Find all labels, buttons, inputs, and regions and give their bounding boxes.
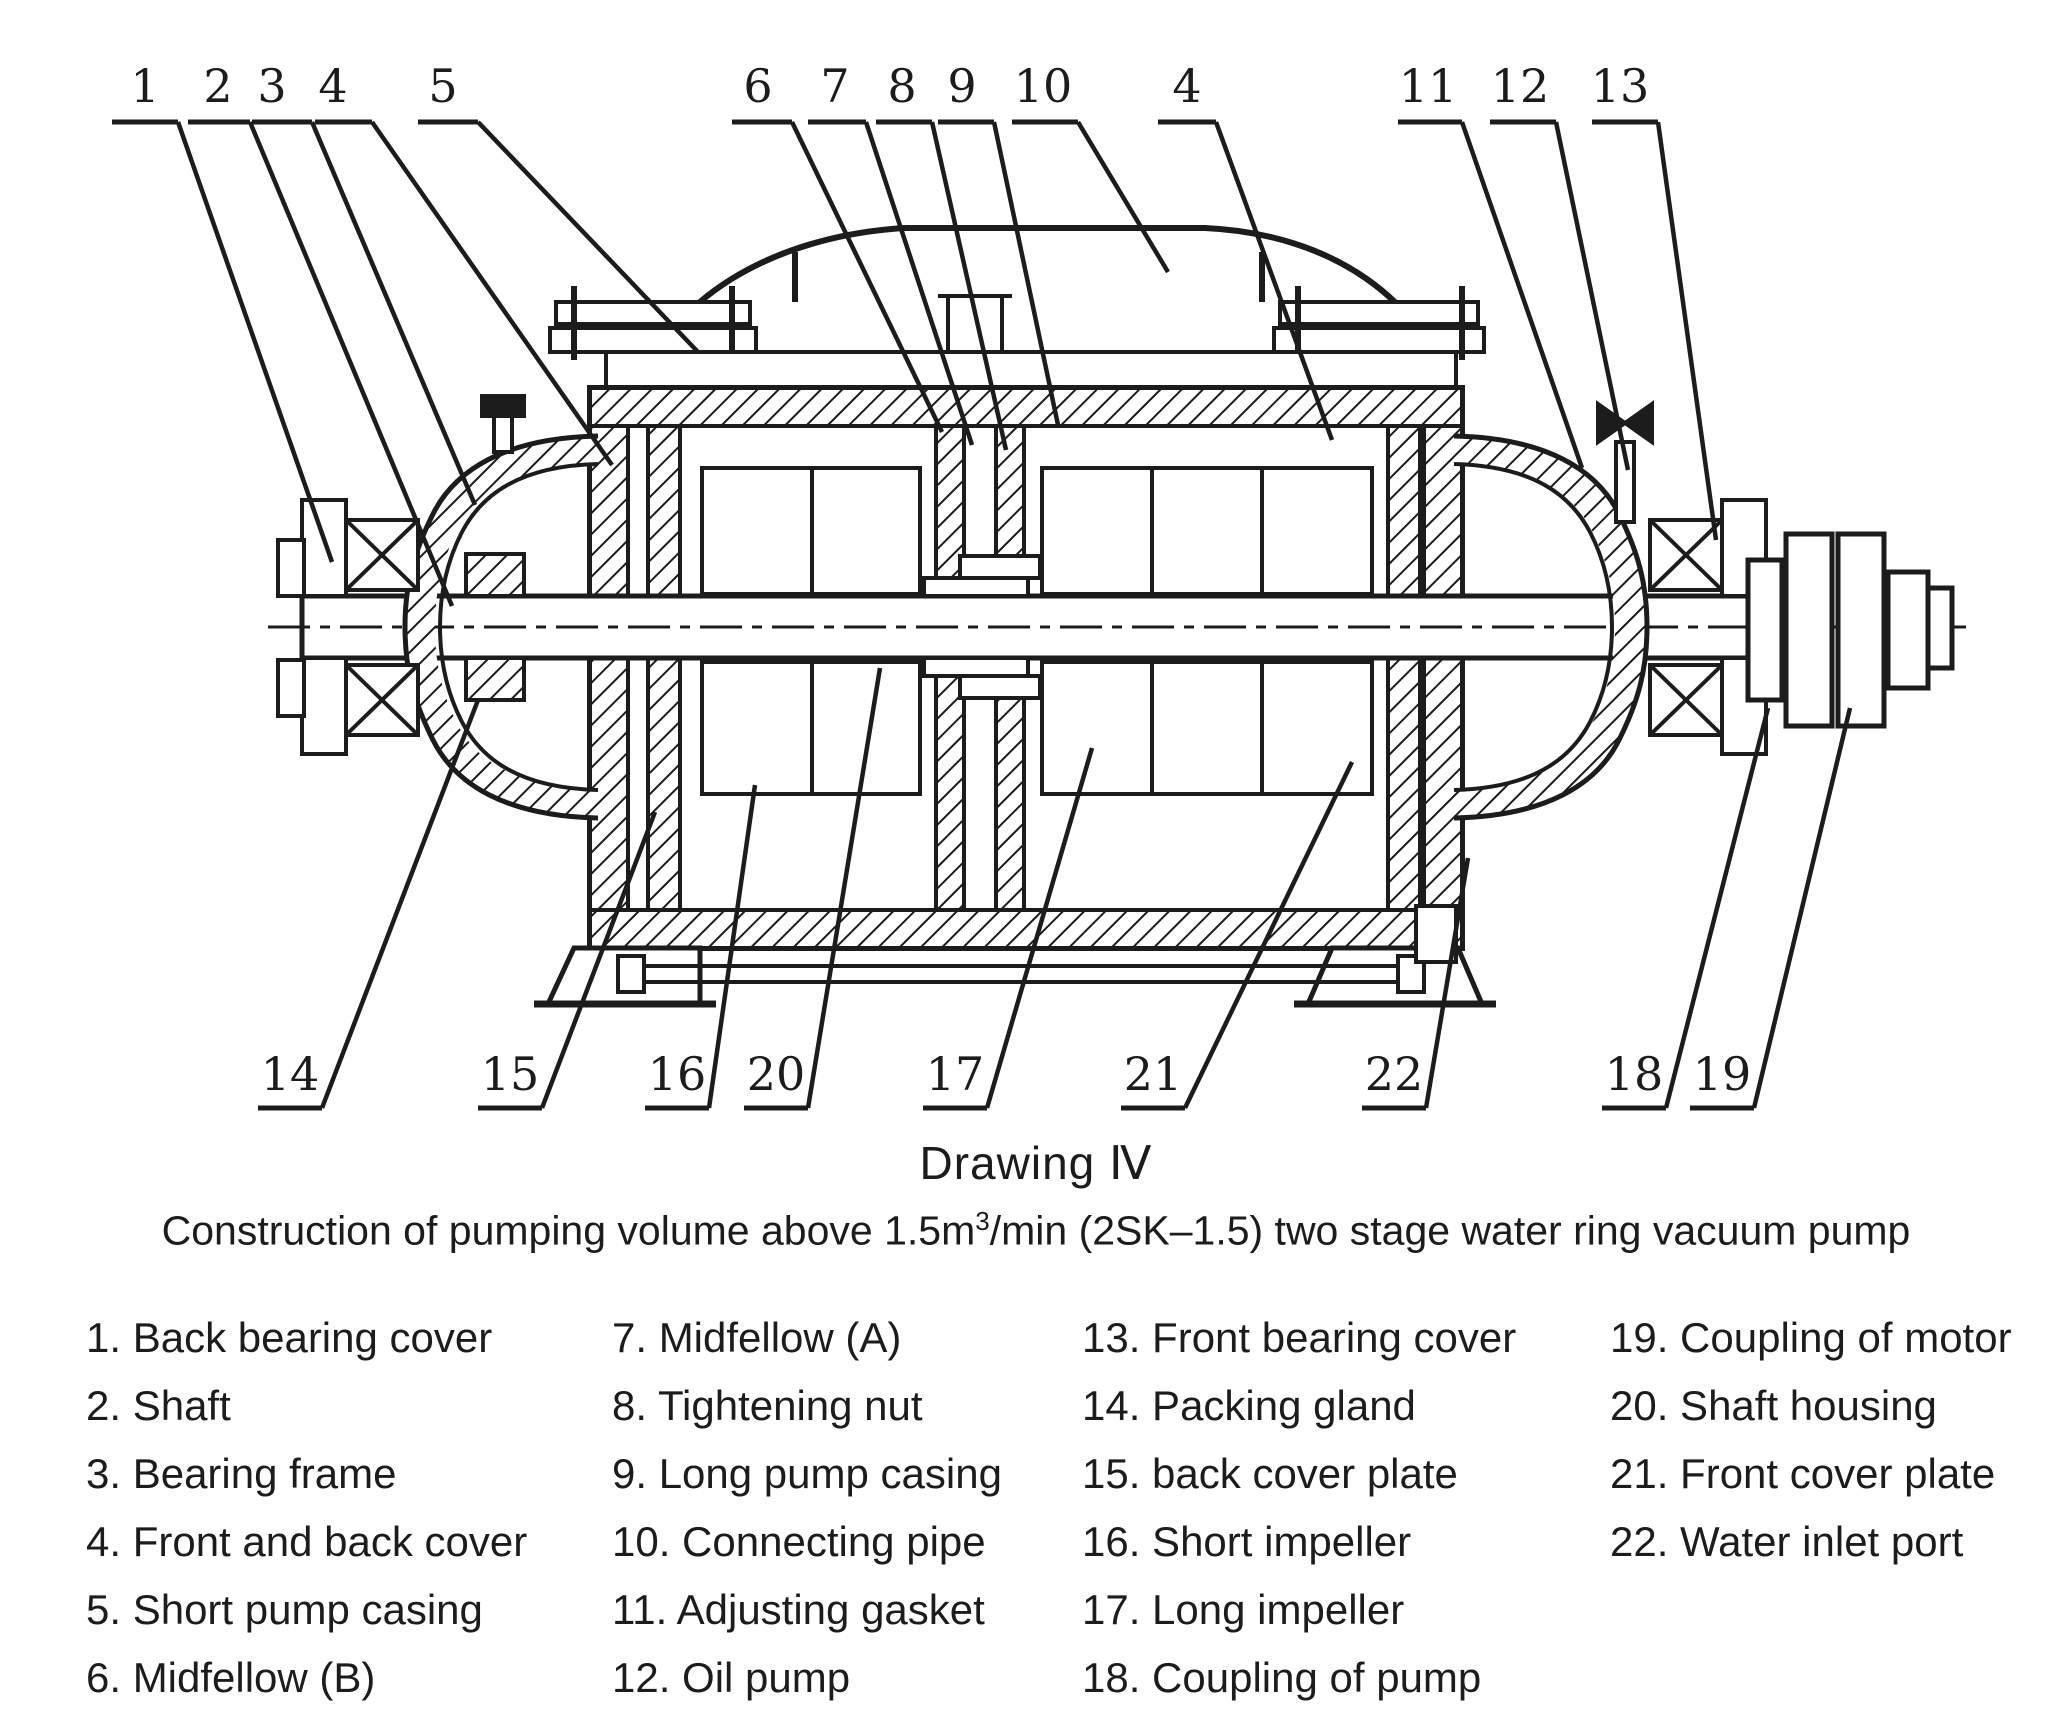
- callout-number-11: 11: [1399, 59, 1458, 113]
- legend-column-3: 13. Front bearing cover 14. Packing gland…: [1082, 1306, 1610, 1714]
- callout-leader-line-12: [1553, 121, 1631, 471]
- callout-number-4: 4: [318, 59, 347, 113]
- legend-item: 9. Long pump casing: [612, 1450, 1002, 1497]
- callout-leader-line-17: [984, 747, 1095, 1109]
- subtitle-suffix: /min (2SK–1.5) two stage water ring vacu…: [989, 1207, 1911, 1254]
- callout-number-18: 18: [1605, 1047, 1664, 1101]
- callout-leader-line-8: [929, 121, 1009, 451]
- front-cover-plate: [1386, 424, 1422, 912]
- grease-cup: [480, 394, 526, 454]
- callout-number-9: 9: [947, 59, 976, 113]
- callout-leader-line-15: [539, 811, 658, 1109]
- callout-number-8: 8: [887, 59, 916, 113]
- legend-column-1: 1. Back bearing cover 2. Shaft 3. Bearing …: [86, 1306, 612, 1714]
- legend-item: 13. Front bearing cover: [1082, 1314, 1517, 1361]
- callout-leader-line-4: [370, 120, 614, 467]
- legend-item: 16. Short impeller: [1082, 1518, 1412, 1565]
- callout-number-19: 19: [1693, 1047, 1752, 1101]
- callout-leader-line-14: [319, 699, 481, 1109]
- back-cover-plate: [646, 424, 682, 912]
- callout-leader-line-7: [863, 121, 975, 446]
- callout-leader-line-2: [247, 121, 455, 607]
- legend-item: 7. Midfellow (A): [612, 1314, 902, 1361]
- subtitle-prefix: Construction of pumping volume above 1.5…: [161, 1207, 976, 1254]
- bearing-frame: [402, 433, 599, 821]
- front-bearing-housing: [1453, 433, 1650, 821]
- callout-leader-line-16: [706, 784, 758, 1109]
- callout-number-6: 6: [743, 59, 772, 113]
- callout-leader-line-21: [1182, 761, 1355, 1109]
- packing-gland: [464, 552, 526, 702]
- short-impeller: [700, 466, 922, 796]
- callout-leader-line-20: [805, 667, 883, 1109]
- callout-number-13: 13: [1591, 59, 1650, 113]
- legend-item: 19. Coupling of motor: [1610, 1314, 2012, 1361]
- legend-column-2: 7. Midfellow (A) 8. Tightening nut 9. Long…: [612, 1306, 1082, 1714]
- front-ball-bearing: [1648, 518, 1724, 737]
- oil-pump: [1596, 400, 1654, 524]
- callout-number-10: 10: [1014, 59, 1073, 113]
- callout-leader-line-22: [1423, 857, 1471, 1109]
- legend-item: 14. Packing gland: [1082, 1382, 1416, 1429]
- callout-leader-line-19: [1751, 707, 1853, 1109]
- callout-number-21: 21: [1124, 1047, 1183, 1101]
- tightening-nut: [958, 554, 1042, 700]
- back-ball-bearing: [344, 518, 420, 737]
- legend-item: 3. Bearing frame: [86, 1450, 397, 1497]
- callout-number-1: 1: [130, 59, 159, 113]
- legend-item: 15. back cover plate: [1082, 1450, 1458, 1497]
- callout-leader-line-18: [1663, 707, 1771, 1109]
- callout-number-7: 7: [820, 59, 849, 113]
- legend-item: 4. Front and back cover: [86, 1518, 528, 1565]
- shaft: [268, 593, 1966, 661]
- legend-item: 5. Short pump casing: [86, 1586, 483, 1633]
- legend-item: 20. Shaft housing: [1610, 1382, 1937, 1429]
- callout-leader-line-13: [1655, 121, 1719, 541]
- callout-leader-line-3: [309, 121, 478, 506]
- long-impeller: [1040, 466, 1374, 796]
- callout-number-14: 14: [261, 1047, 320, 1101]
- legend-item: 6. Midfellow (B): [86, 1654, 376, 1701]
- callout-leader-line-1: [175, 121, 335, 563]
- legend-item: 18. Coupling of pump: [1082, 1654, 1482, 1701]
- callout-number-15: 15: [481, 1047, 540, 1101]
- callout-number-3: 3: [257, 59, 286, 113]
- callout-leader-line-11: [1459, 121, 1585, 469]
- callout-leader-line-9: [991, 121, 1061, 426]
- drawing-title: Drawing Ⅳ: [919, 1137, 1153, 1189]
- callout-number-20: 20: [747, 1047, 806, 1101]
- callout-number-16: 16: [648, 1047, 707, 1101]
- legend-item: 21. Front cover plate: [1610, 1450, 1996, 1497]
- callout-number-17: 17: [926, 1047, 985, 1101]
- legend-item: 1. Back bearing cover: [86, 1314, 493, 1361]
- legend-column-4: 19. Coupling of motor 20. Shaft housing 21…: [1610, 1306, 2046, 1714]
- legend-item: 2. Shaft: [86, 1382, 231, 1429]
- legend-item: 17. Long impeller: [1082, 1586, 1405, 1633]
- legend-item: 22. Water inlet port: [1610, 1518, 1964, 1565]
- back-bearing-cover: [276, 498, 348, 756]
- legend-item: 11. Adjusting gasket: [612, 1586, 985, 1633]
- tie-rod: [616, 954, 1426, 994]
- callout-number-4: 4: [1172, 59, 1201, 113]
- callout-leader-line-4: [1213, 121, 1335, 441]
- caption-block: Drawing Ⅳ Construction of pumping volume…: [0, 1136, 2072, 1255]
- callout-leader-line-10: [1076, 120, 1170, 274]
- legend-item: 10. Connecting pipe: [612, 1518, 986, 1565]
- coupling-of-motor: [1835, 531, 1955, 729]
- parts-legend: 1. Back bearing cover 2. Shaft 3. Bearing …: [86, 1306, 2046, 1714]
- callout-leader-line-5: [476, 120, 700, 354]
- legend-item: 8. Tightening nut: [612, 1382, 923, 1429]
- callout-number-22: 22: [1365, 1047, 1424, 1101]
- mounting-feet: [534, 945, 1496, 1008]
- callout-number-2: 2: [203, 59, 232, 113]
- coupling-of-pump: [1745, 531, 1835, 729]
- drawing-subtitle: Construction of pumping volume above 1.5…: [0, 1206, 2072, 1255]
- legend-item: 12. Oil pump: [612, 1654, 851, 1701]
- callout-number-12: 12: [1491, 59, 1550, 113]
- subtitle-superscript: 3: [975, 1206, 990, 1236]
- callout-number-5: 5: [428, 59, 457, 113]
- callout-leader-line-6: [789, 121, 945, 433]
